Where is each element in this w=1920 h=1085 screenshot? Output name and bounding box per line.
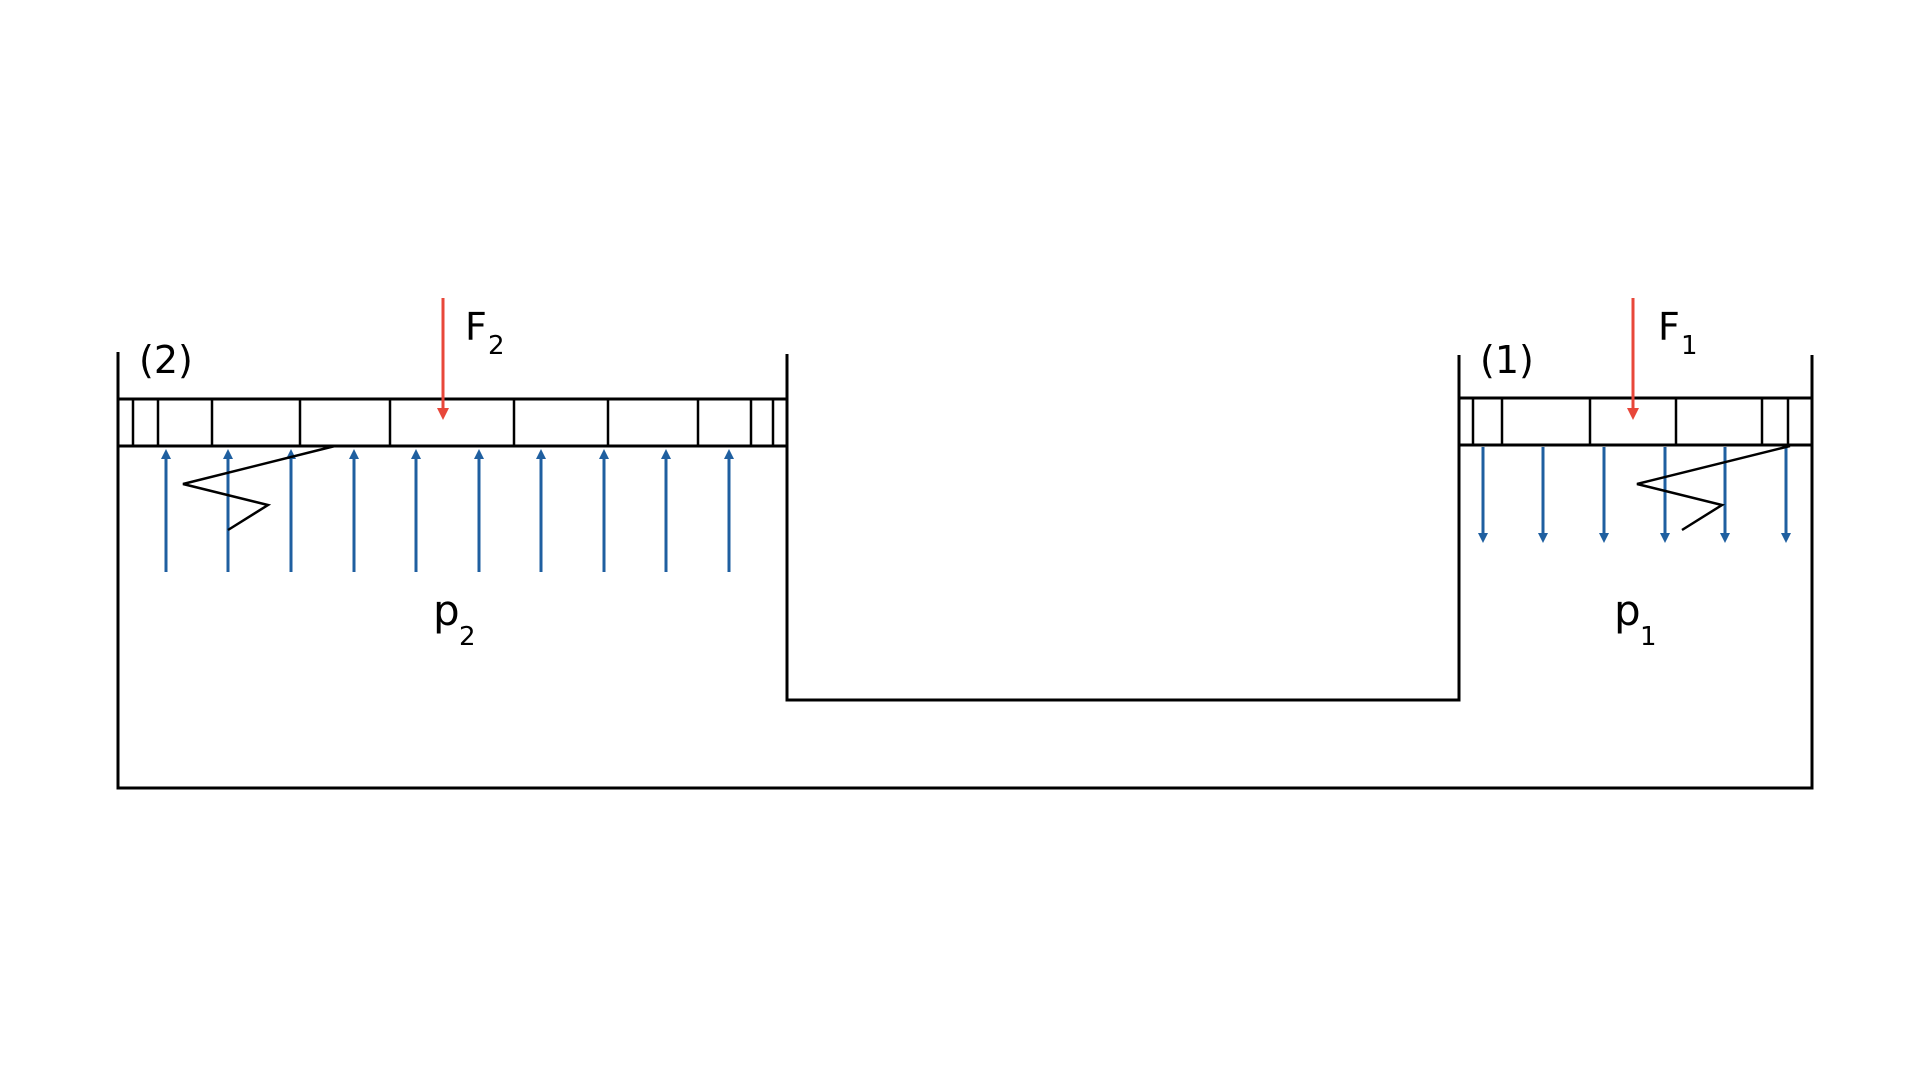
vessel-outline <box>116 352 1814 790</box>
piston-small <box>1457 396 1814 447</box>
force-large-label: F <box>465 305 487 349</box>
pressure-arrows-small <box>1478 447 1791 543</box>
piston-large-body <box>116 397 789 448</box>
force-small-subscript: 1 <box>1681 331 1698 361</box>
pressure-large-subscript: 2 <box>459 622 476 652</box>
force-small-label: F <box>1658 305 1680 349</box>
pressure-arrows-large <box>161 449 734 572</box>
pressure-small-label: p <box>1614 586 1641 635</box>
piston-large <box>116 397 789 448</box>
piston-small-segments <box>1471 398 1790 445</box>
pressure-large-label: p <box>433 586 460 635</box>
piston-large-label: (2) <box>139 338 193 382</box>
pressure-small-subscript: 1 <box>1640 622 1657 652</box>
piston-small-label: (1) <box>1480 338 1534 382</box>
zigzag-break-icon <box>182 444 336 532</box>
zigzag-break-icon <box>1636 444 1791 532</box>
piston-large-segments <box>131 399 775 446</box>
piston-small-body <box>1457 396 1814 447</box>
force-large-subscript: 2 <box>488 331 505 361</box>
